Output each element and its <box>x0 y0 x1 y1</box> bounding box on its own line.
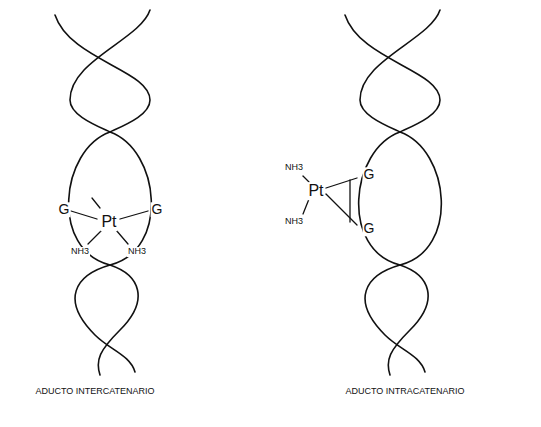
atom-label: Pt <box>100 213 117 231</box>
caption-label: ADUCTO INTRACATENARIO <box>344 387 465 397</box>
atom-label: Pt <box>307 182 324 200</box>
atom-label: G <box>363 221 376 236</box>
atom-label: NH3 <box>284 163 304 173</box>
dna-double-helix <box>345 10 441 375</box>
caption-label: ADUCTO INTERCATENARIO <box>34 387 155 397</box>
atom-label: NH3 <box>70 247 90 257</box>
atom-label: NH3 <box>127 247 147 257</box>
atom-label: NH3 <box>284 217 304 227</box>
atom-label: G <box>151 202 164 217</box>
atom-label: G <box>363 167 376 182</box>
platinum-bonds <box>71 176 357 244</box>
dna-double-helix <box>55 10 151 375</box>
atom-label: G <box>58 202 71 217</box>
